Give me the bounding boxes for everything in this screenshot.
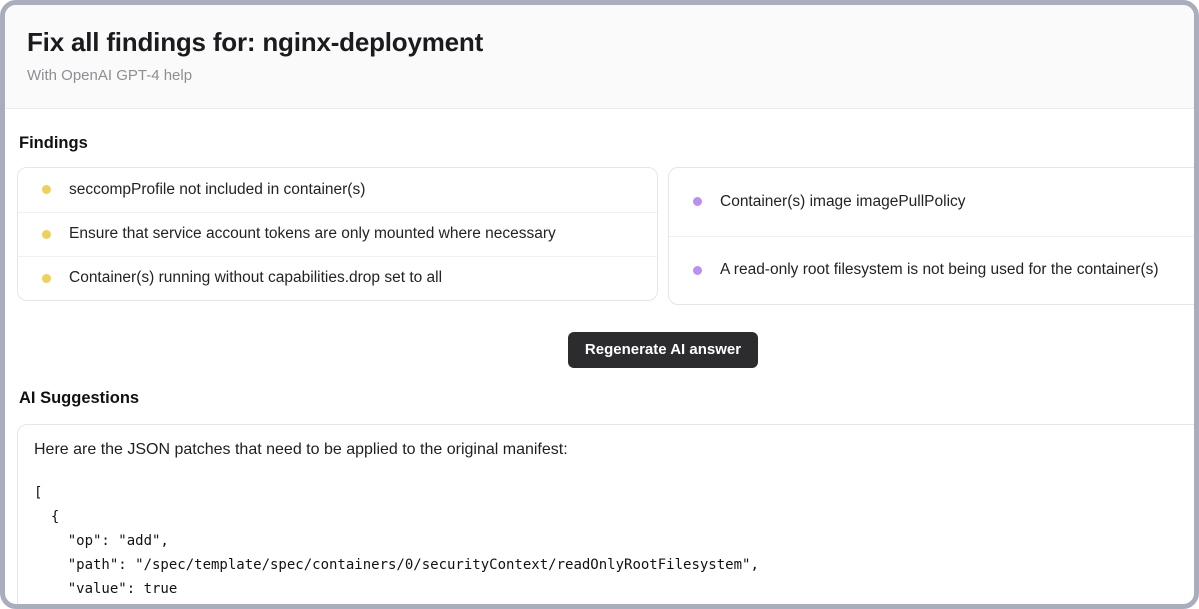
json-patch-code: [ { "op": "add", "path": "/spec/template… bbox=[34, 484, 759, 597]
severity-dot-icon bbox=[42, 229, 51, 239]
severity-dot-icon bbox=[42, 273, 51, 283]
page-title: Fix all findings for: nginx-deployment bbox=[27, 27, 484, 57]
ai-suggestions-intro: Here are the JSON patches that need to b… bbox=[34, 440, 568, 458]
severity-dot-icon bbox=[693, 197, 702, 207]
finding-label: Container(s) running without capabilitie… bbox=[69, 269, 443, 287]
button-row: Regenerate AI answer bbox=[17, 331, 1194, 368]
ai-suggestions-heading: AI Suggestions bbox=[19, 388, 140, 407]
severity-dot-icon bbox=[42, 185, 51, 195]
finding-item: Ensure that service account tokens are o… bbox=[18, 211, 657, 256]
finding-label: A read-only root filesystem is not being… bbox=[720, 261, 1159, 279]
page-subtitle: With OpenAI GPT-4 help bbox=[27, 66, 193, 84]
finding-label: Ensure that service account tokens are o… bbox=[69, 225, 556, 243]
page-header: Fix all findings for: nginx-deployment W… bbox=[5, 5, 1194, 109]
findings-heading: Findings bbox=[19, 133, 88, 152]
finding-item: seccompProfile not included in container… bbox=[18, 168, 657, 212]
page-body: Findings seccompProfile not included in … bbox=[5, 109, 1194, 604]
severity-dot-icon bbox=[693, 265, 702, 275]
findings-panel-right: Container(s) image imagePullPolicy A rea… bbox=[668, 166, 1194, 305]
ai-suggestions-panel: Here are the JSON patches that need to b… bbox=[17, 423, 1194, 604]
finding-item: A read-only root filesystem is not being… bbox=[669, 235, 1194, 304]
finding-label: seccompProfile not included in container… bbox=[69, 180, 366, 198]
findings-panel-left: seccompProfile not included in container… bbox=[17, 166, 658, 301]
finding-item: Container(s) image imagePullPolicy bbox=[669, 168, 1194, 236]
findings-grid: seccompProfile not included in container… bbox=[17, 166, 1194, 305]
finding-item: Container(s) running without capabilitie… bbox=[18, 255, 657, 300]
regenerate-ai-answer-button[interactable]: Regenerate AI answer bbox=[567, 331, 759, 368]
finding-label: Container(s) image imagePullPolicy bbox=[720, 192, 966, 210]
